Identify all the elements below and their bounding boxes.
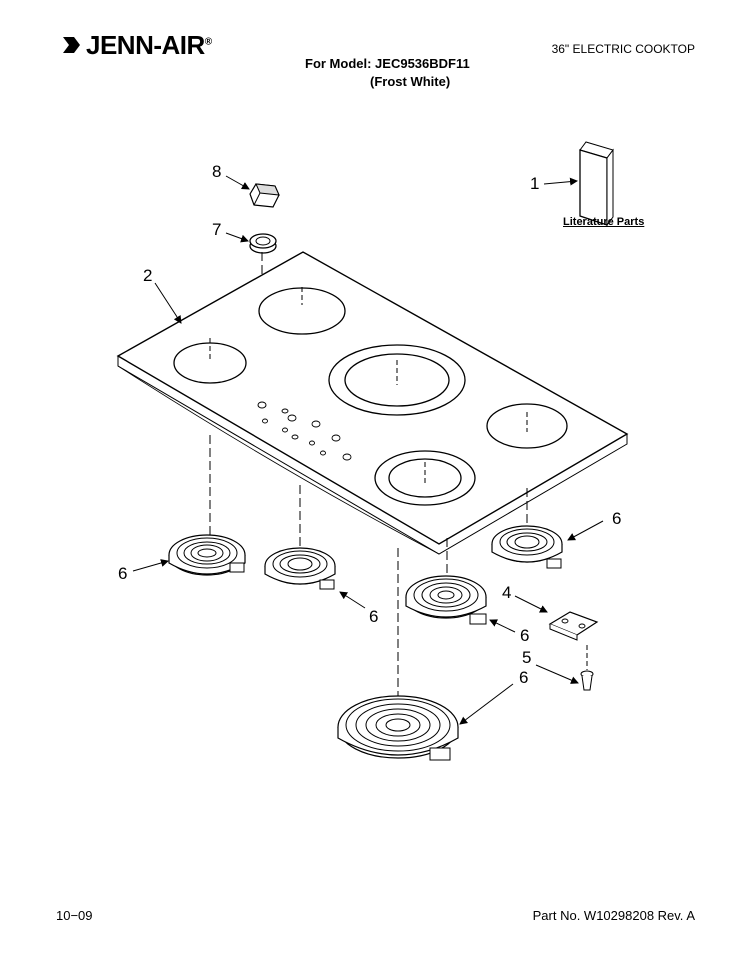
surface-element-middle-icon [405,575,487,625]
literature-parts-label: Literature Parts [563,216,645,228]
callout-leader-6e [459,683,514,725]
callout-2: 2 [143,266,153,285]
model-number: For Model: JEC9536BDF11 [305,56,470,71]
callout-leader-4 [514,595,548,613]
model-color: (Frost White) [370,74,451,89]
callout-leader-6c [567,520,604,541]
callout-leader-8 [225,175,250,190]
knob-bezel-icon [249,233,277,254]
callout-4: 4 [502,583,512,602]
part-number: Part No. W10298208 Rev. A [532,908,695,923]
callout-7: 7 [212,220,222,239]
callout-leader-7 [225,232,249,243]
callout-leader-6b [339,591,366,609]
surface-element-large-icon [337,695,459,761]
callout-8: 8 [212,162,222,181]
callout-6-small: 6 [369,607,379,626]
surface-element-left-icon [168,534,246,576]
callout-leader-2 [154,282,182,324]
callout-6-large: 6 [519,668,529,687]
revision-date: 10−09 [56,908,93,923]
callout-leader-6a [132,559,169,572]
screw-icon [580,645,594,691]
callout-leader-5 [535,664,579,684]
callout-1: 1 [530,174,540,193]
callout-5: 5 [522,648,532,667]
callout-6-left: 6 [118,564,128,583]
cooktop-glass-icon [116,251,629,555]
document-type: 36" ELECTRIC COOKTOP [551,42,695,56]
callout-6-middle: 6 [520,626,530,645]
surface-element-right-icon [491,525,563,569]
mounting-bracket-icon [548,611,599,641]
control-knob-icon [249,183,280,208]
callout-leader-1 [543,177,578,186]
literature-booklet-icon [579,141,614,227]
jenn-air-logo-icon [63,37,80,53]
callout-6-right: 6 [612,509,622,528]
callout-leader-6d [489,619,516,633]
brand-logo-text: JENN-AIR® [86,30,212,60]
surface-element-small-icon [264,547,336,590]
